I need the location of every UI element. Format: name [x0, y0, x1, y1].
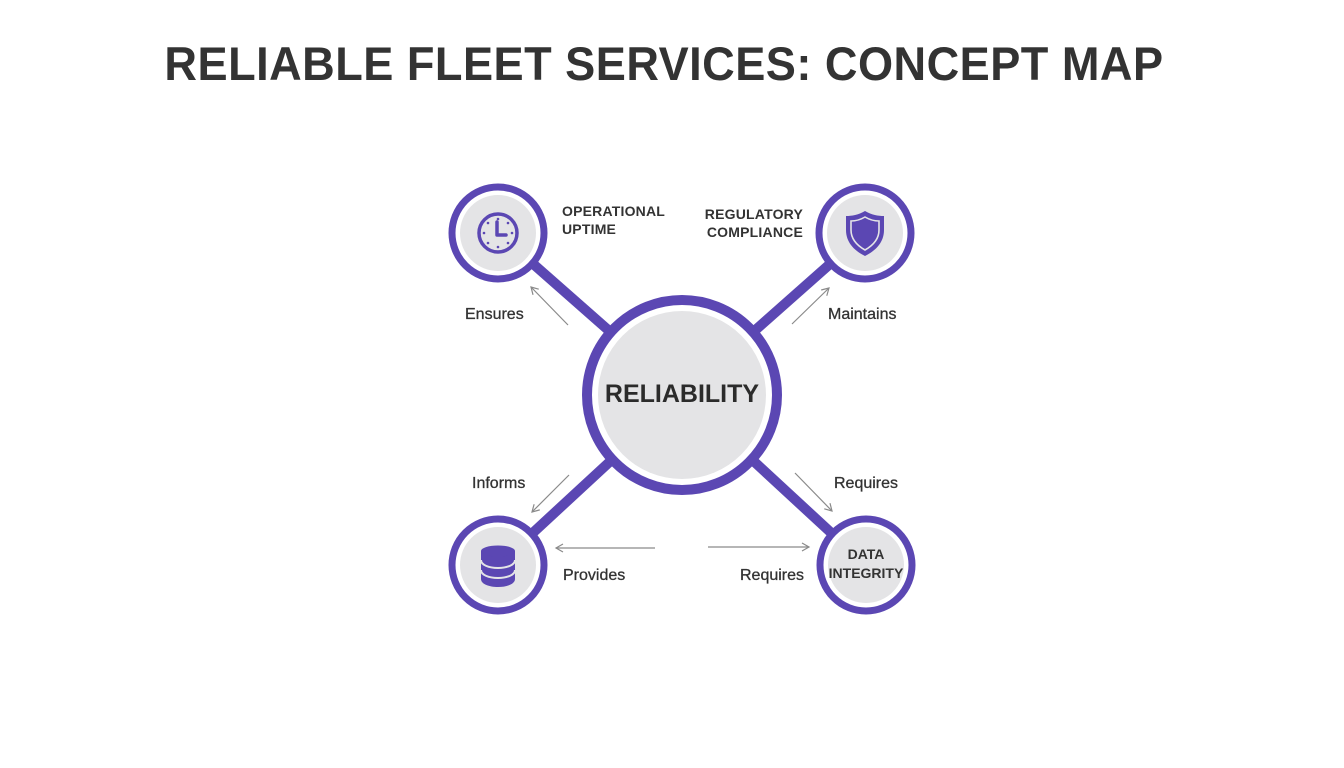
node-label-line2: UPTIME [562, 221, 617, 237]
arrow-ensures [530, 286, 569, 326]
page-title: RELIABLE FLEET SERVICES: CONCEPT MAP [164, 37, 1164, 90]
relationship-arrows [530, 286, 833, 553]
node-label-line1: OPERATIONAL [562, 203, 666, 219]
arrow-maintains [791, 287, 830, 325]
node-operational-uptime[interactable] [448, 183, 548, 283]
edge-label-requires-horizontal: Requires [740, 567, 805, 584]
edge-label-provides: Provides [563, 567, 626, 584]
database-icon [480, 545, 516, 587]
edge-label-informs: Informs [472, 475, 526, 492]
center-node-reliability[interactable] [582, 295, 782, 495]
node-data-source[interactable] [448, 515, 548, 615]
clock-icon [477, 212, 519, 254]
edge-label-ensures: Ensures [465, 306, 524, 323]
edge-label-maintains: Maintains [828, 306, 897, 323]
center-node-label: RELIABILITY [604, 380, 760, 408]
node-label-line1: REGULATORY [704, 206, 803, 222]
edge-label-requires-diagonal: Requires [834, 475, 899, 492]
node-label-data-integrity: DATA INTEGRITY [826, 545, 906, 583]
node-label-regulatory-compliance: REGULATORY COMPLIANCE [700, 205, 803, 241]
node-data-integrity[interactable] [816, 515, 916, 615]
shield-icon [846, 211, 884, 256]
node-regulatory-compliance[interactable] [815, 183, 915, 283]
node-label-line2: COMPLIANCE [706, 224, 803, 240]
node-label-operational-uptime: OPERATIONAL UPTIME [562, 202, 665, 238]
node-label-line1: DATA [847, 546, 885, 562]
arrow-requires-diagonal [794, 472, 833, 512]
arrow-informs [531, 474, 570, 513]
node-label-line2: INTEGRITY [828, 565, 904, 581]
